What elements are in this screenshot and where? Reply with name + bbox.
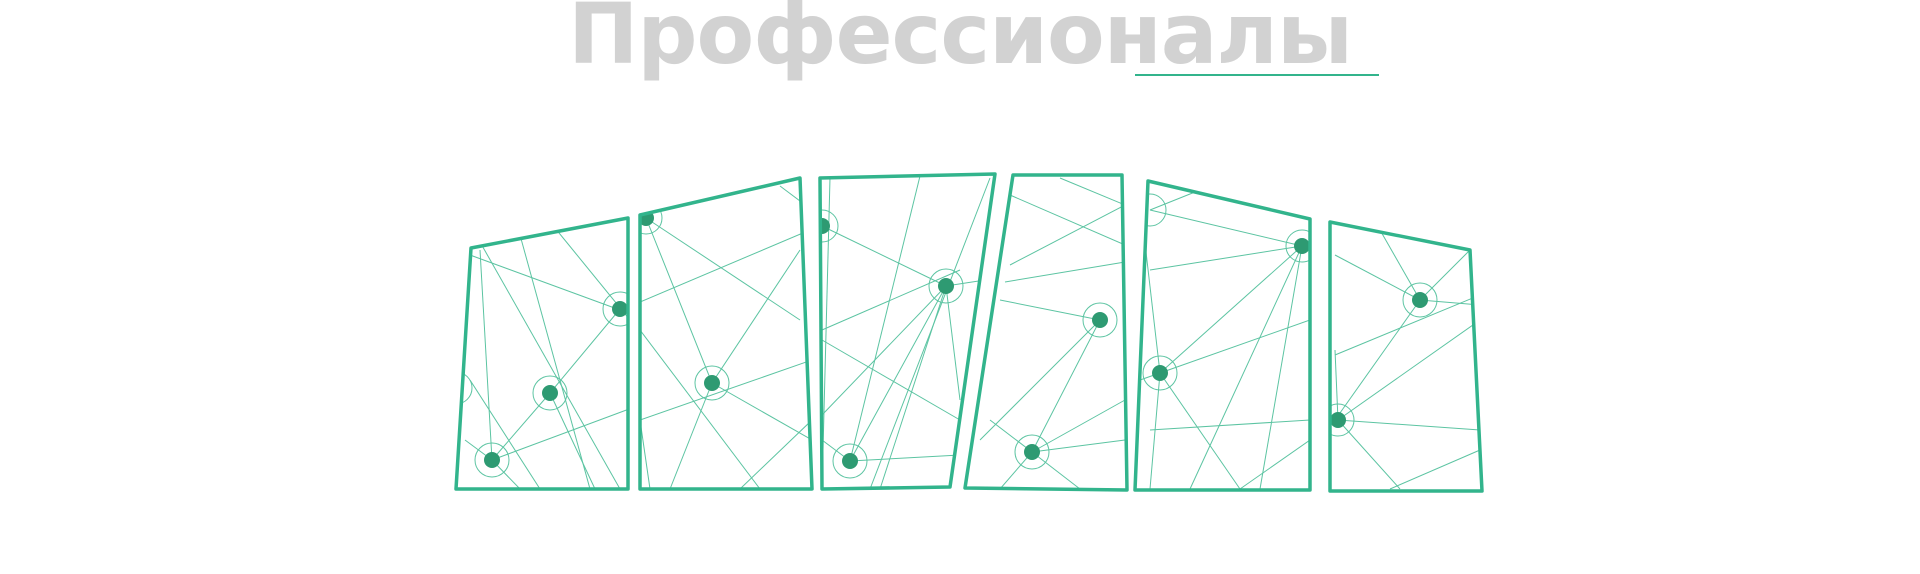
page-title: Профессионалы <box>568 0 1353 83</box>
network-panel-4 <box>963 173 1129 492</box>
network-panel-5 <box>1133 179 1312 492</box>
network-panel-3 <box>818 172 997 491</box>
network-panel-2 <box>638 176 814 491</box>
title-underline <box>1135 74 1379 76</box>
network-panel-1 <box>454 216 630 491</box>
network-panel-6 <box>1328 220 1484 493</box>
